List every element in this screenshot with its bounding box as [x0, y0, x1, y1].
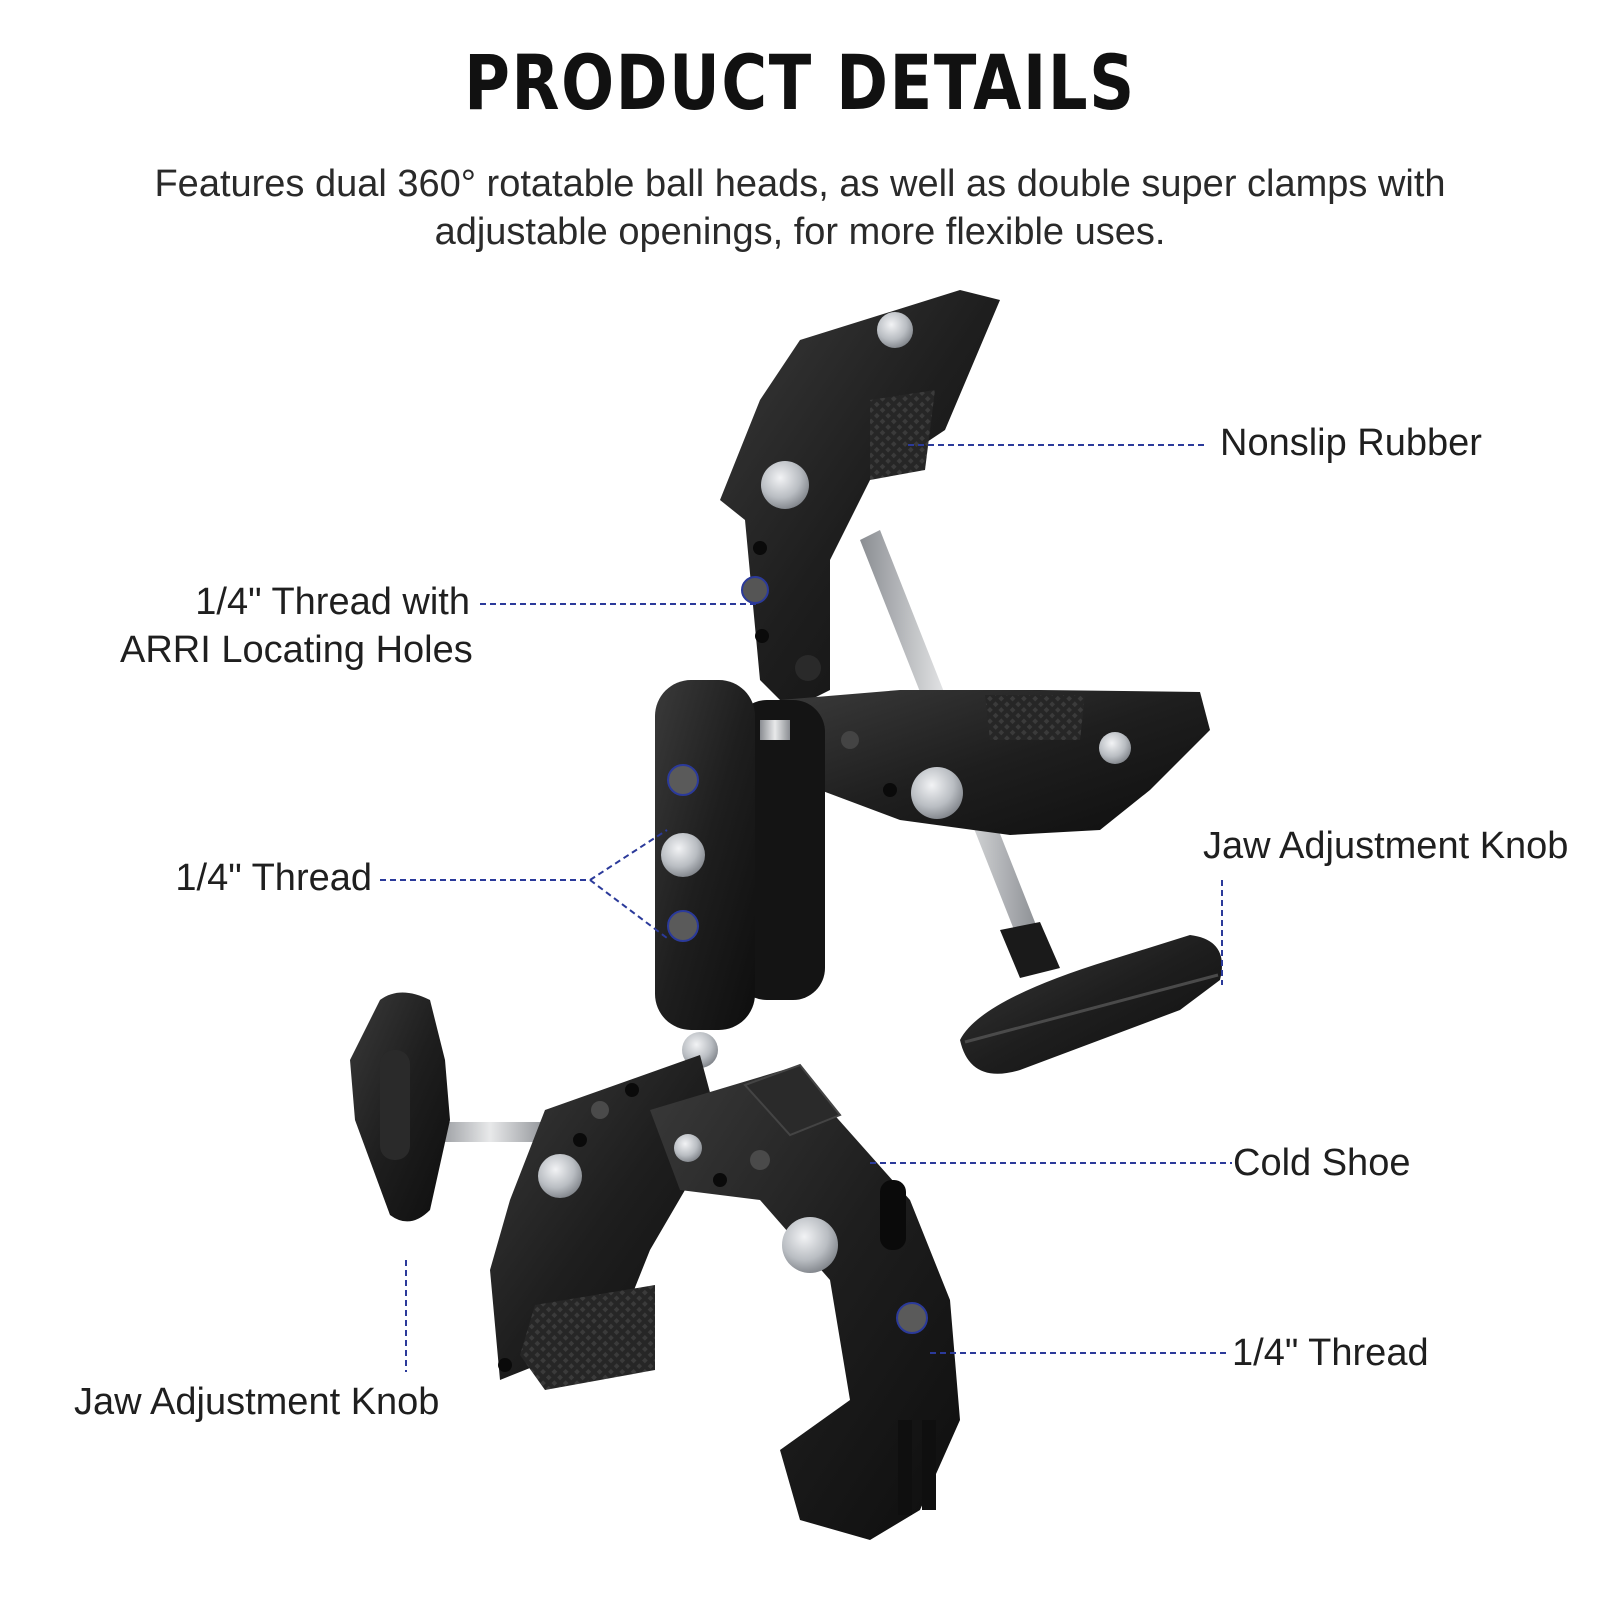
upper-jaw-arm — [720, 290, 1000, 710]
callout-thread-left: 1/4" Thread — [175, 857, 372, 899]
page-title: PRODUCT DETAILS — [464, 38, 1136, 127]
lower-jaw-adjustment-knob — [350, 992, 550, 1222]
lower-jaw-screw-2 — [782, 1217, 838, 1273]
lower-jaw-screw-3 — [674, 1134, 702, 1162]
lower-super-clamp — [350, 992, 960, 1540]
callout-thread-right: 1/4" Thread — [1232, 1332, 1429, 1374]
arm-plate-back — [735, 700, 825, 1000]
upper-super-clamp — [720, 290, 1222, 1074]
lower-right-jaw — [650, 1065, 960, 1540]
callout-lines — [380, 444, 1232, 1372]
callout-arri-line-1: 1/4" Thread with — [195, 581, 470, 623]
callout-cold-shoe: Cold Shoe — [1233, 1142, 1411, 1184]
leader-thread-left — [380, 829, 668, 881]
lower-thread-hole — [896, 1302, 928, 1334]
upper-jaw-screw-3 — [1099, 732, 1131, 764]
arm-thread-hole-2 — [667, 910, 699, 942]
subtitle-line-2: adjustable openings, for more flexible u… — [434, 211, 1166, 253]
ball-head-arm — [655, 680, 825, 1068]
upper-rubber-pad — [870, 390, 935, 480]
upper-jaw-screw-1 — [877, 312, 913, 348]
callout-arri-line-2: ARRI Locating Holes — [120, 629, 473, 671]
callout-jaw-knob-right: Jaw Adjustment Knob — [1203, 825, 1569, 867]
callout-jaw-knob-left: Jaw Adjustment Knob — [74, 1381, 440, 1423]
upper-lower-jaw-arm — [780, 690, 1210, 835]
lower-rubber-pad — [985, 695, 1085, 740]
callout-nonslip-rubber: Nonslip Rubber — [1220, 422, 1482, 464]
lower-rubber-pad — [520, 1285, 655, 1390]
page-subtitle: Features dual 360° rotatable ball heads,… — [150, 160, 1450, 256]
upper-jaw-screw-2 — [761, 461, 809, 509]
upper-jaw-screw-4 — [911, 767, 963, 819]
cold-shoe — [743, 1063, 842, 1137]
arm-center-screw — [661, 833, 705, 877]
subtitle-line-1: Features dual 360° rotatable ball heads,… — [154, 163, 1446, 205]
arm-thread-hole-1 — [667, 764, 699, 796]
callout-arri-thread: 1/4" Thread with ARRI Locating Holes — [120, 578, 473, 674]
lower-jaw-screw-1 — [538, 1154, 582, 1198]
upper-jaw-adjustment-knob — [960, 922, 1222, 1074]
arri-thread-hole — [741, 576, 769, 604]
